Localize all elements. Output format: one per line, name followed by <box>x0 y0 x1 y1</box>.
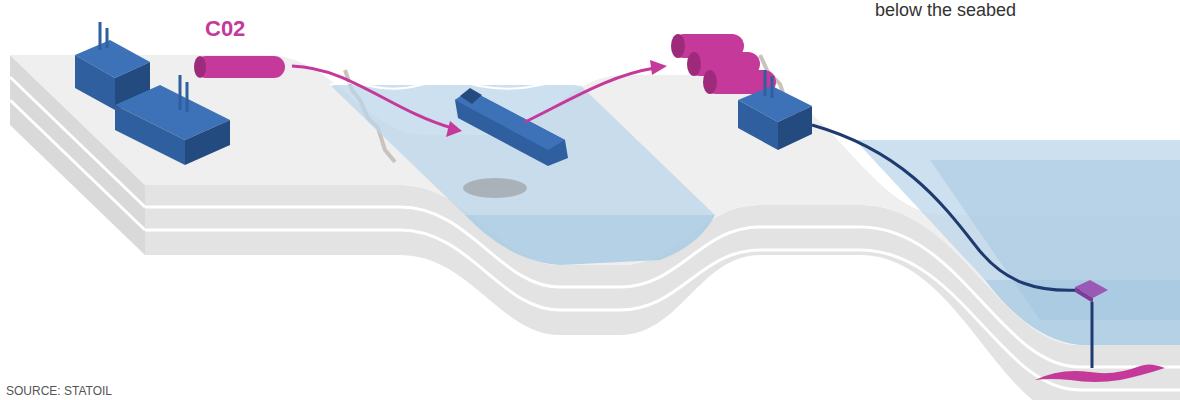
factory-wall <box>185 120 230 165</box>
arrow-head <box>650 60 667 75</box>
chimney <box>771 76 774 98</box>
chimney <box>764 70 767 96</box>
chimney <box>179 75 182 110</box>
arrow-head <box>446 121 462 137</box>
subsea-template <box>1075 287 1093 303</box>
flow-arrow <box>292 66 452 128</box>
chimney <box>99 22 102 50</box>
tank-cap <box>703 70 717 94</box>
subsea-template <box>1075 280 1108 298</box>
ship-cabin <box>460 88 482 104</box>
sea-front <box>465 215 715 265</box>
terminal-wall <box>738 100 778 150</box>
terminal-wall <box>778 106 812 150</box>
tank-cap <box>687 52 701 76</box>
co2-capsule <box>195 56 285 78</box>
tank-cap <box>671 34 685 58</box>
capsule-cap <box>194 56 206 78</box>
pipeline <box>812 125 1080 290</box>
chimney <box>186 82 189 112</box>
factory-wall <box>75 55 115 110</box>
factory-wall <box>115 105 185 165</box>
flow-arrow <box>525 68 655 122</box>
sea-surface <box>330 85 715 215</box>
product-label: C02 <box>205 16 245 42</box>
ship-shadow <box>463 178 527 198</box>
injection-well <box>1091 302 1094 368</box>
co2-reservoir <box>1035 364 1165 382</box>
chimney <box>106 28 109 48</box>
slab-top <box>10 55 1180 345</box>
note-label: below the seabed <box>875 0 1016 21</box>
source-label: SOURCE: STATOIL <box>6 384 112 398</box>
wave-line <box>330 82 580 89</box>
deep-water <box>930 160 1180 320</box>
